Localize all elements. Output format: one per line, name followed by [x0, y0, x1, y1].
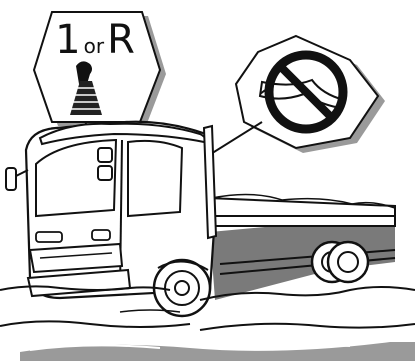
rear-wheel [312, 242, 368, 282]
gear-or-label: or [81, 34, 107, 58]
reverse-gear-label: R [107, 17, 135, 63]
flatbed-truck-illustration [6, 122, 395, 316]
first-gear-label: 1 [55, 17, 80, 63]
